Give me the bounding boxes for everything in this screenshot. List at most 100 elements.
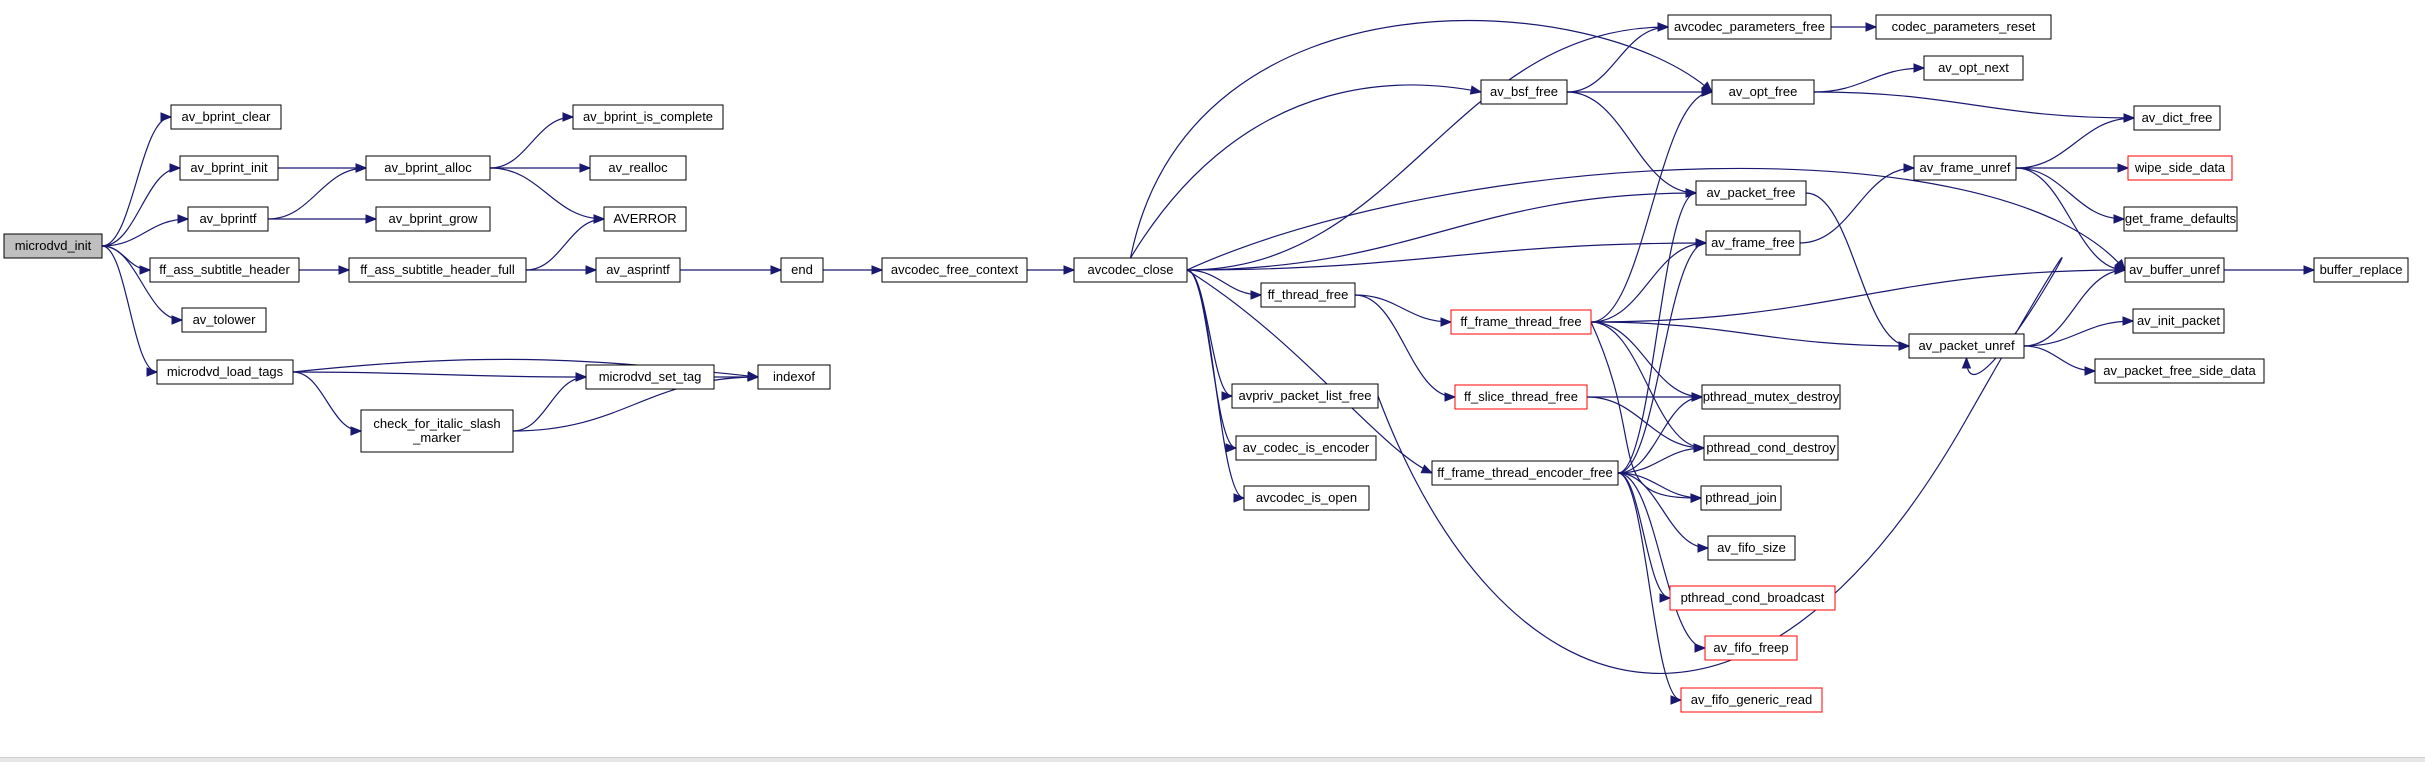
node-microdvd-set-tag[interactable]: microdvd_set_tag [585, 364, 715, 390]
node-check-for-italic-slash-marker[interactable]: check_for_italic_slash_marker [360, 409, 514, 453]
node-ff-slice-thread-free[interactable]: ff_slice_thread_free [1454, 384, 1588, 410]
node-microdvd-init[interactable]: microdvd_init [3, 233, 103, 259]
node-box [1431, 460, 1619, 486]
edge-n40-to-n38 [2023, 265, 2127, 347]
node-label: av_packet_unref [1918, 338, 2015, 353]
node-av-buffer-unref[interactable]: av_buffer_unref [2124, 257, 2225, 283]
node-indexof[interactable]: indexof [757, 364, 831, 390]
node-ff-ass-subtitle-header-full[interactable]: ff_ass_subtitle_header_full [348, 257, 527, 283]
node-av-bsf-free[interactable]: av_bsf_free [1480, 79, 1568, 105]
node-averror[interactable]: AVERROR [603, 206, 687, 232]
node-box [589, 155, 687, 181]
node-label: ff_ass_subtitle_header [159, 262, 290, 277]
node-label: buffer_replace [2320, 262, 2403, 277]
node-label: codec_parameters_reset [1892, 19, 2036, 34]
node-microdvd-load-tags[interactable]: microdvd_load_tags [156, 359, 294, 385]
node-box [2127, 155, 2233, 181]
edge-n21-to-n31 [1354, 294, 1453, 327]
node-av-packet-free-side-data[interactable]: av_packet_free_side_data [2094, 358, 2265, 384]
node-av-init-packet[interactable]: av_init_packet [2132, 308, 2225, 334]
node-label: avcodec_free_context [891, 262, 1019, 277]
node-label: end [791, 262, 813, 277]
edge-n0-to-n5 [101, 245, 184, 325]
node-av-opt-next[interactable]: av_opt_next [1923, 55, 2024, 81]
node-ff-frame-thread-encoder-free[interactable]: ff_frame_thread_encoder_free [1431, 460, 1619, 486]
edge-n16-to-n21 [1186, 269, 1263, 300]
node-avcodec-close[interactable]: avcodec_close [1073, 257, 1188, 283]
node-box [1073, 257, 1188, 283]
node-av-tolower[interactable]: av_tolower [181, 307, 267, 333]
node-label: microdvd_set_tag [599, 369, 702, 384]
node-box [2124, 257, 2225, 283]
node-av-opt-free[interactable]: av_opt_free [1711, 79, 1815, 105]
edge-n0-to-n1 [101, 112, 173, 247]
node-av-bprintf[interactable]: av_bprintf [187, 206, 269, 232]
edge-layer [101, 19, 2316, 705]
edge-n40-to-n42 [2023, 345, 2097, 376]
node-label: av_buffer_unref [2129, 262, 2220, 277]
node-av-fifo-freep[interactable]: av_fifo_freep [1704, 635, 1798, 661]
node-end[interactable]: end [780, 257, 824, 283]
node-pthread-cond-destroy[interactable]: pthread_cond_destroy [1703, 435, 1839, 461]
edge-n6-to-n19 [292, 371, 363, 436]
edge-n0-to-n6 [101, 245, 159, 377]
edge-n13-to-n14 [680, 265, 783, 275]
node-wipe-side-data[interactable]: wipe_side_data [2127, 155, 2233, 181]
node-codec-parameters-reset[interactable]: codec_parameters_reset [1875, 14, 2052, 40]
node-label: av_codec_is_encoder [1243, 440, 1370, 455]
node-av-asprintf[interactable]: av_asprintf [595, 257, 681, 283]
node-box [1703, 435, 1839, 461]
node-box [2133, 105, 2221, 131]
node-av-bprint-clear[interactable]: av_bprint_clear [170, 104, 282, 130]
node-avcodec-free-context[interactable]: avcodec_free_context [881, 257, 1028, 283]
node-box [1450, 309, 1592, 335]
node-label: av_dict_free [2142, 110, 2213, 125]
node-av-frame-free[interactable]: av_frame_free [1705, 230, 1801, 256]
node-ff-ass-subtitle-header[interactable]: ff_ass_subtitle_header [149, 257, 300, 283]
node-av-bprint-alloc[interactable]: av_bprint_alloc [365, 155, 491, 181]
node-av-bprint-grow[interactable]: av_bprint_grow [375, 206, 491, 232]
node-box [1669, 585, 1836, 611]
node-avcodec-parameters-free[interactable]: avcodec_parameters_free [1667, 14, 1832, 40]
node-label: av_bprint_alloc [384, 160, 472, 175]
node-label: av_fifo_size [1717, 540, 1786, 555]
node-label: avcodec_is_open [1256, 490, 1357, 505]
node-label: ff_slice_thread_free [1464, 389, 1578, 404]
edge-n7-to-n12 [489, 167, 606, 224]
node-label: get_frame_defaults [2125, 211, 2237, 226]
node-av-bprint-init[interactable]: av_bprint_init [179, 155, 279, 181]
node-av-dict-free[interactable]: av_dict_free [2133, 105, 2221, 131]
node-box [1711, 79, 1815, 105]
node-ff-frame-thread-free[interactable]: ff_frame_thread_free [1450, 309, 1592, 335]
node-box [2313, 257, 2409, 283]
node-av-codec-is-encoder[interactable]: av_codec_is_encoder [1235, 435, 1377, 461]
node-box [156, 359, 294, 385]
node-box [181, 307, 267, 333]
node-avcodec-is-open[interactable]: avcodec_is_open [1243, 485, 1370, 511]
node-av-packet-free[interactable]: av_packet_free [1695, 180, 1807, 206]
node-buffer-replace[interactable]: buffer_replace [2313, 257, 2409, 283]
node-label: av_realloc [608, 160, 668, 175]
node-avpriv-packet-list-free[interactable]: avpriv_packet_list_free [1231, 383, 1379, 409]
node-av-realloc[interactable]: av_realloc [589, 155, 687, 181]
node-av-fifo-generic-read[interactable]: av_fifo_generic_read [1680, 687, 1823, 713]
node-ff-thread-free[interactable]: ff_thread_free [1260, 282, 1356, 308]
edge-n35-to-n38 [2015, 167, 2127, 275]
node-av-packet-unref[interactable]: av_packet_unref [1908, 333, 2025, 359]
edge-n16-to-n24 [1186, 269, 1246, 503]
node-av-bprint-is-complete[interactable]: av_bprint_is_complete [572, 104, 724, 130]
node-av-frame-unref[interactable]: av_frame_unref [1913, 155, 2017, 181]
edge-n31-to-n43 [1590, 321, 1704, 402]
node-label: av_packet_free [1707, 185, 1796, 200]
node-pthread-mutex-destroy[interactable]: pthread_mutex_destroy [1701, 384, 1841, 410]
node-pthread-cond-broadcast[interactable]: pthread_cond_broadcast [1669, 585, 1836, 611]
node-label: ff_ass_subtitle_header_full [360, 262, 515, 277]
node-get-frame-defaults[interactable]: get_frame_defaults [2123, 206, 2238, 232]
edge-n33-to-n48 [1617, 472, 1707, 653]
node-pthread-join[interactable]: pthread_join [1700, 485, 1782, 511]
node-av-fifo-size[interactable]: av_fifo_size [1707, 535, 1796, 561]
edge-n20-to-n27 [1567, 87, 1714, 97]
node-box [1923, 55, 2024, 81]
edge-n35-to-n36 [2016, 163, 2130, 173]
